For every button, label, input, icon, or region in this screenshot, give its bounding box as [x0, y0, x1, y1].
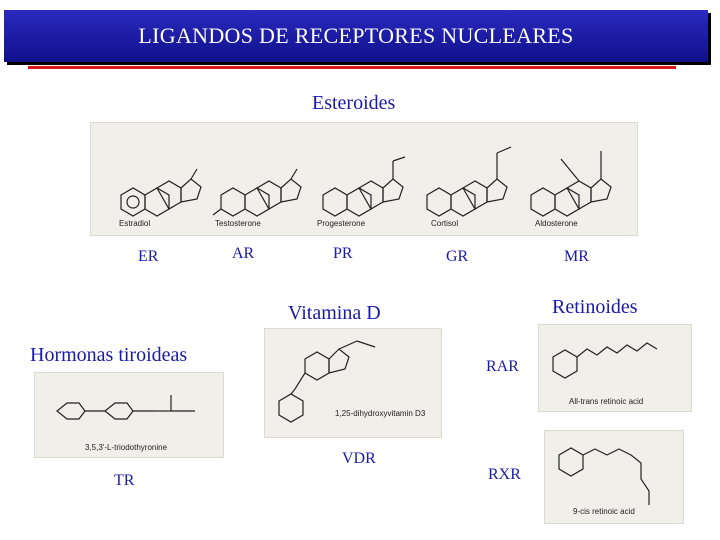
- receptor-ar: AR: [232, 245, 255, 262]
- steroid-structures-panel: Estradiol Testosterone Progesterone Cort…: [90, 122, 638, 236]
- estradiol-caption: Estradiol: [119, 219, 151, 228]
- steroid-structures-drawing: [120, 146, 612, 217]
- testosterone-structure: [212, 168, 302, 217]
- aldosterone-structure: [530, 151, 612, 217]
- section-vitamin-d: Vitamina D: [288, 302, 381, 324]
- page-title: LIGANDOS DE RECEPTORES NUCLEARES: [138, 23, 574, 48]
- cis9-structure-drawing: [558, 447, 650, 505]
- receptor-vdr: VDR: [342, 450, 376, 467]
- atra-caption: All-trans retinoic acid: [569, 397, 644, 406]
- estradiol-structure: [120, 168, 202, 217]
- t3-structure-drawing: [56, 395, 195, 420]
- title-underline: [28, 66, 676, 69]
- section-thyroid: Hormonas tiroideas: [30, 344, 188, 366]
- atra-structure-drawing: [552, 342, 658, 379]
- cis9-structure-panel: 9-cis retinoic acid: [544, 430, 684, 524]
- vitamin-d-caption: 1,25-dihydroxyvitamin D3: [335, 409, 426, 418]
- atra-structure-panel: All-trans retinoic acid: [538, 324, 692, 412]
- receptor-mr: MR: [564, 248, 589, 265]
- receptor-tr: TR: [114, 472, 135, 489]
- receptor-gr: GR: [446, 248, 469, 265]
- aldosterone-caption: Aldosterone: [535, 219, 578, 228]
- t3-structure-panel: 3,5,3'-L-triodothyronine: [34, 372, 224, 458]
- cortisol-caption: Cortisol: [431, 219, 459, 228]
- progesterone-caption: Progesterone: [317, 219, 366, 228]
- section-retinoids: Retinoides: [552, 296, 638, 318]
- t3-caption: 3,5,3'-L-triodothyronine: [85, 443, 168, 452]
- title-banner: LIGANDOS DE RECEPTORES NUCLEARES: [4, 10, 708, 62]
- vitamin-d-structure-drawing: [278, 340, 376, 423]
- receptor-pr: PR: [333, 245, 353, 262]
- section-steroids: Esteroides: [312, 92, 396, 114]
- progesterone-structure: [322, 156, 406, 217]
- cis9-caption: 9-cis retinoic acid: [573, 507, 635, 516]
- cortisol-structure: [426, 146, 512, 217]
- vitamin-d-structure-panel: 1,25-dihydroxyvitamin D3: [264, 328, 442, 438]
- receptor-rxr: RXR: [488, 466, 521, 483]
- receptor-rar: RAR: [486, 358, 519, 375]
- receptor-er: ER: [138, 248, 159, 265]
- testosterone-caption: Testosterone: [215, 219, 261, 228]
